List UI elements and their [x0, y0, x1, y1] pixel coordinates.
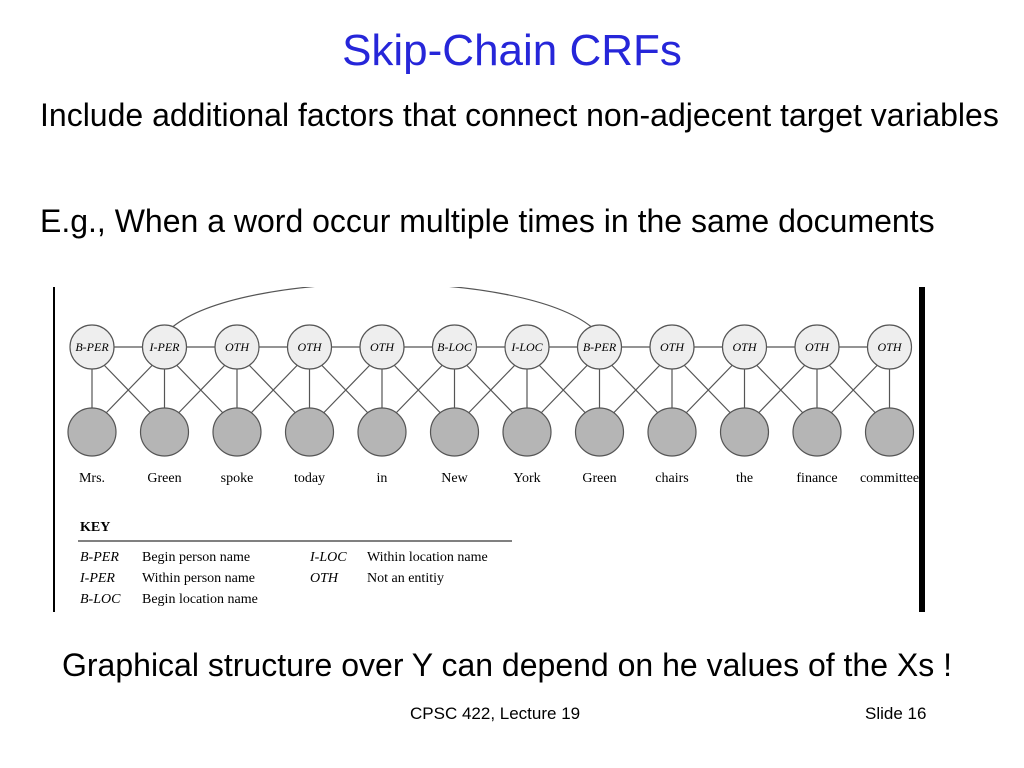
cross-edge	[540, 364, 588, 414]
cross-edge	[468, 364, 516, 414]
skip-chain-diagram: B-PER I-PER OTH OTH OTH B-LOC I-LOC B-PER OTH OTH…	[52, 287, 928, 615]
label-node-text: I-LOC	[510, 340, 543, 354]
cross-edge	[103, 364, 151, 414]
label-node-text: OTH	[805, 340, 830, 354]
word-label: Green	[582, 471, 616, 486]
observed-node	[864, 407, 915, 457]
label-node-text: OTH	[297, 340, 322, 354]
key-desc-oth: Not an entitiy	[367, 571, 444, 586]
key-code-oth: OTH	[310, 571, 339, 586]
word-label: Green	[147, 471, 181, 486]
label-node	[721, 324, 768, 370]
observed-node	[284, 407, 335, 457]
label-node	[431, 324, 478, 370]
word-label: New	[441, 471, 468, 486]
bullet-1: Include additional factors that connect …	[40, 97, 999, 133]
word-label: spoke	[221, 471, 254, 486]
cross-edge	[830, 364, 878, 414]
cross-edge	[176, 364, 224, 414]
key-desc-b-per: Begin person name	[142, 550, 250, 565]
observed-node	[792, 407, 842, 457]
cross-edge	[685, 364, 733, 414]
bottom-statement: Graphical structure over Y can depend on…	[62, 647, 953, 683]
observed-node	[502, 407, 552, 457]
key-title: KEY	[80, 520, 110, 535]
label-node	[286, 324, 333, 370]
observed-node	[212, 407, 262, 457]
word-labels: Mrs. Green spoke today in New York Green chairs t…	[79, 471, 919, 486]
observed-node	[139, 407, 190, 457]
observed-node	[67, 407, 117, 457]
bullet-2: E.g., When a word occur multiple times i…	[40, 203, 935, 239]
word-label: York	[513, 471, 540, 486]
cross-edge	[611, 364, 659, 414]
key-desc-i-loc: Within location name	[367, 550, 488, 565]
word-label: the	[736, 471, 753, 486]
cross-edge	[756, 364, 804, 414]
label-node-text: OTH	[877, 340, 902, 354]
word-label: in	[377, 471, 388, 486]
label-node	[214, 324, 260, 370]
observed-node	[429, 407, 480, 457]
label-node	[649, 324, 695, 370]
label-node	[504, 324, 550, 370]
label-node	[576, 324, 623, 370]
skip-edge	[172, 287, 592, 328]
slide-title: Skip-Chain CRFs	[342, 26, 682, 75]
label-node-text: OTH	[370, 340, 395, 354]
word-label: Mrs.	[79, 471, 105, 486]
label-node-text: OTH	[660, 340, 685, 354]
label-node	[359, 324, 405, 370]
cross-edge	[248, 364, 296, 414]
label-nodes: B-PER I-PER OTH OTH OTH B-LOC I-LOC B-PER OTH OTH…	[69, 324, 913, 370]
key-code-i-loc: I-LOC	[309, 550, 347, 565]
cross-edge	[323, 364, 371, 414]
key-code-b-loc: B-LOC	[80, 592, 121, 607]
key-code-i-per: I-PER	[79, 571, 115, 586]
cross-edge	[105, 364, 153, 414]
observed-node	[357, 407, 407, 457]
diagram-edges	[91, 346, 891, 414]
word-label: today	[294, 471, 325, 486]
cross-edge	[828, 364, 876, 414]
label-node	[141, 324, 188, 370]
cross-edge	[758, 364, 806, 414]
word-label: committee	[860, 471, 919, 486]
footer-course: CPSC 422, Lecture 19	[410, 704, 581, 723]
cross-edge	[178, 364, 226, 414]
key-desc-b-loc: Begin location name	[142, 592, 258, 607]
cross-edge	[393, 364, 441, 414]
label-node-text: I-PER	[149, 340, 181, 354]
label-node-text: OTH	[732, 340, 757, 354]
label-node-text: OTH	[225, 340, 250, 354]
cross-edge	[321, 364, 369, 414]
cross-edge	[466, 364, 514, 414]
cross-edge	[538, 364, 586, 414]
label-node	[794, 324, 840, 370]
cross-edge	[613, 364, 661, 414]
key-desc-i-per: Within person name	[142, 571, 255, 586]
label-node-text: B-PER	[583, 340, 617, 354]
label-node-text: B-LOC	[437, 340, 473, 354]
label-node	[866, 324, 913, 370]
observed-node	[647, 407, 697, 457]
key-code-b-per: B-PER	[80, 550, 119, 565]
observed-nodes	[67, 407, 915, 457]
footer-slide-number: Slide 16	[865, 704, 927, 723]
cross-edge	[395, 364, 443, 414]
label-node	[69, 324, 115, 370]
observed-node	[574, 407, 625, 457]
label-node-text: B-PER	[75, 340, 109, 354]
cross-edge	[683, 364, 731, 414]
cross-edge	[250, 364, 298, 414]
observed-node	[719, 407, 770, 457]
word-label: chairs	[655, 471, 688, 486]
word-label: finance	[796, 471, 837, 486]
